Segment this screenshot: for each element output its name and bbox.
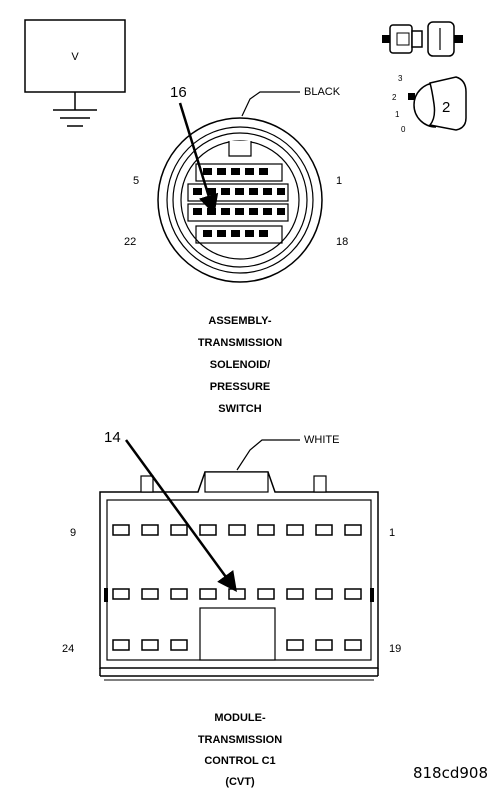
- pin-row-3: [193, 208, 285, 215]
- connector-transmission-control-c1: WHITE 14 9 1 24 19 MODULE- TRANSMISSION …: [62, 429, 401, 788]
- figure-code: 818cd908: [413, 764, 488, 782]
- pin-callout-arrow: [124, 439, 237, 593]
- ignition-position-1: 1: [395, 110, 400, 119]
- pin-callout-number: 14: [104, 429, 121, 446]
- connector-disconnect-icon: [382, 21, 463, 57]
- pin-label-top-right: 1: [336, 175, 342, 187]
- voltmeter-label: V: [71, 51, 79, 63]
- pin-row-4: [203, 230, 268, 237]
- svg-text:TRANSMISSION: TRANSMISSION: [198, 337, 282, 349]
- color-callout-line: [236, 439, 300, 471]
- ignition-switch-icon: 3 2 1 0 2: [392, 74, 467, 134]
- svg-text:TRANSMISSION: TRANSMISSION: [198, 734, 282, 746]
- pin-label-top-left: 9: [70, 527, 76, 539]
- ignition-selected-position: 2: [442, 99, 450, 116]
- pin-label-top-right: 1: [389, 527, 395, 539]
- ignition-position-0: 0: [401, 125, 406, 134]
- svg-text:SOLENOID/: SOLENOID/: [210, 359, 271, 371]
- connector-solenoid-pressure-switch: BLACK 16 5 1 22 18 ASSEMBLY- TRANSMISSIO…: [124, 84, 348, 415]
- pin-callout-number: 16: [170, 84, 187, 101]
- connector-key-block: [199, 607, 276, 661]
- pin-row-bottom: [112, 639, 362, 651]
- connector-caption: ASSEMBLY- TRANSMISSION SOLENOID/ PRESSUR…: [198, 315, 282, 415]
- svg-text:PRESSURE: PRESSURE: [210, 381, 271, 393]
- pin-callout-arrow: [178, 102, 219, 215]
- pin-label-bottom-right: 18: [336, 236, 348, 248]
- pin-label-bottom-left: 22: [124, 236, 136, 248]
- ignition-position-2: 2: [392, 93, 397, 102]
- ground-icon: [53, 109, 97, 127]
- svg-text:ASSEMBLY-: ASSEMBLY-: [208, 315, 272, 327]
- pin-row-2: [193, 188, 285, 195]
- connector-color-label: WHITE: [304, 434, 339, 446]
- svg-text:(CVT): (CVT): [225, 776, 255, 788]
- pin-row-top: [112, 524, 362, 536]
- connector-color-label: BLACK: [304, 86, 341, 98]
- connector-caption: MODULE- TRANSMISSION CONTROL C1 (CVT): [198, 712, 282, 788]
- pin-label-bottom-right: 19: [389, 643, 401, 655]
- pin-row-middle: [112, 588, 362, 600]
- svg-text:SWITCH: SWITCH: [218, 403, 261, 415]
- svg-text:MODULE-: MODULE-: [214, 712, 266, 724]
- voltmeter-symbol: V: [24, 19, 126, 127]
- pin-label-bottom-left: 24: [62, 643, 74, 655]
- color-callout-line: [241, 91, 300, 117]
- svg-text:CONTROL C1: CONTROL C1: [204, 755, 275, 767]
- ignition-position-3: 3: [398, 74, 403, 83]
- pin-label-top-left: 5: [133, 175, 139, 187]
- pin-row-1: [203, 168, 268, 175]
